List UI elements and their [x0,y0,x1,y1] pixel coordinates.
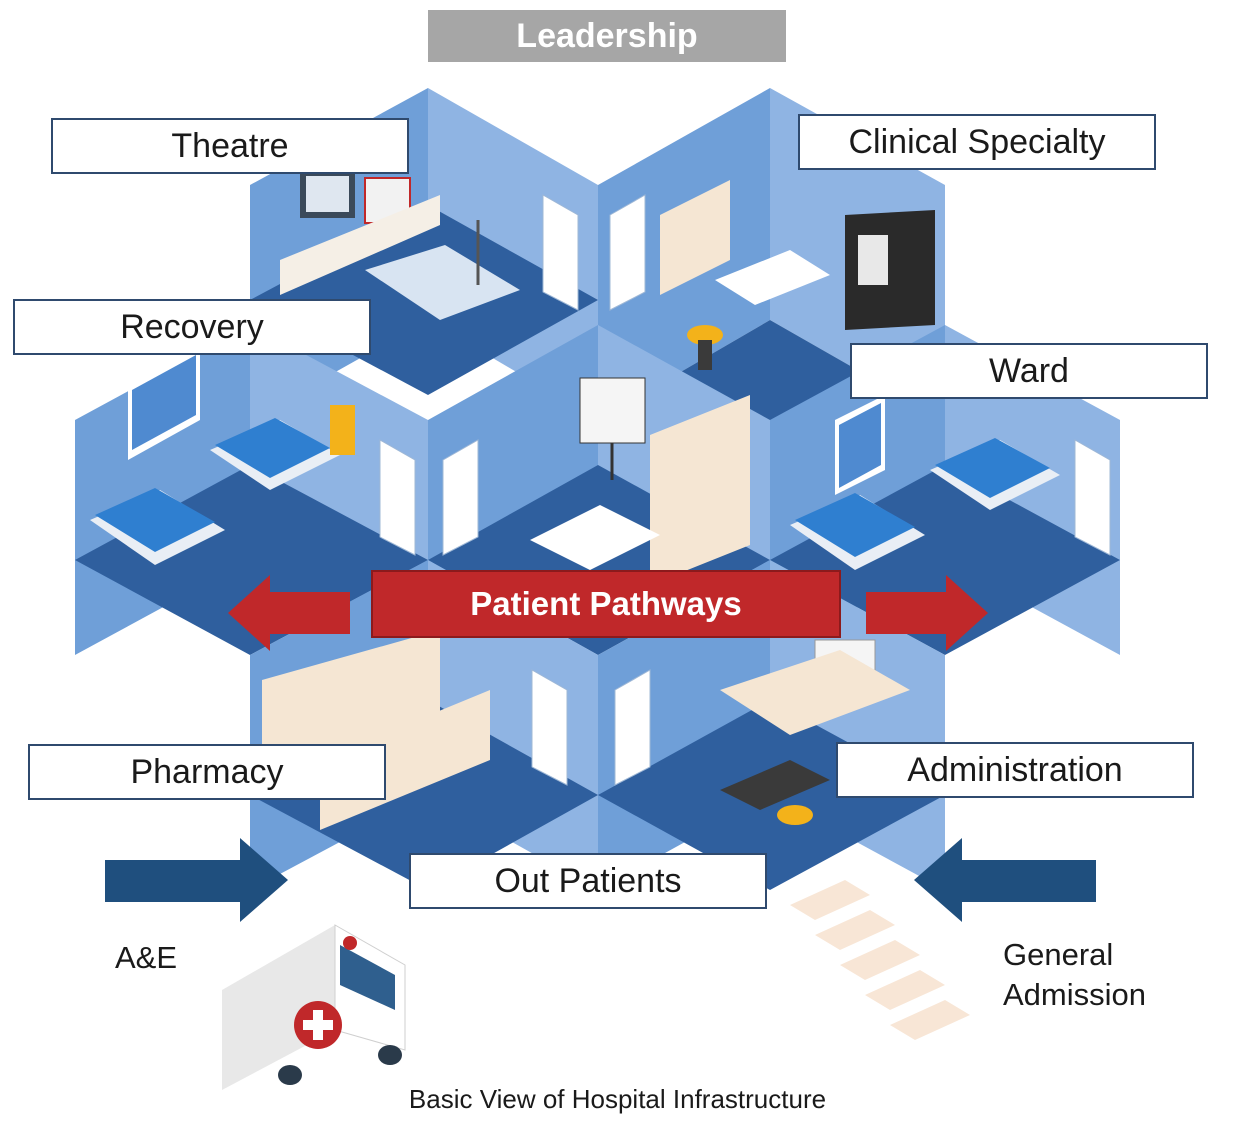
out-patients-label: Out Patients [409,853,767,909]
monitor-icon [300,170,355,218]
ward-label: Ward [850,343,1208,399]
desk-icon [720,760,830,810]
admission-entry-arrow [914,838,1096,922]
door-icon [1074,439,1111,556]
xray-icon [845,210,935,330]
bookshelf-icon [660,180,730,295]
recovery-label: Recovery [13,299,371,355]
bed-icon [790,493,925,570]
clinical-specialty-label: Clinical Specialty [798,114,1156,170]
patient-pathways-banner: Patient Pathways [371,570,841,638]
ambulance-icon [222,924,406,1090]
door-icon [531,669,568,786]
door-icon [379,439,416,556]
bookshelf-icon [650,395,750,585]
figure-caption: Basic View of Hospital Infrastructure [408,1084,827,1114]
door-icon [614,669,651,786]
pharmacy-room [250,560,598,890]
eye-chart-icon [579,377,646,480]
ae-entry-arrow [105,838,288,922]
bed-icon [930,438,1060,510]
pharmacy-label: Pharmacy [28,744,386,800]
chair-icon [777,805,813,825]
stairs-icon [790,880,970,1040]
general-admission-line1: General [1003,937,1114,972]
door-icon [609,194,646,311]
leadership-header: Leadership [428,10,786,62]
general-admission-label: General Admission [1003,935,1146,1015]
door-icon [542,194,579,311]
door-icon [442,439,479,556]
pathway-right-arrow [866,575,988,651]
bed-icon [210,418,340,490]
administration-label: Administration [836,742,1194,798]
ae-label: A&E [115,940,178,975]
chair-icon [687,325,723,370]
pathway-left-arrow [228,575,350,651]
general-admission-line2: Admission [1003,977,1146,1012]
administration-room [598,560,945,890]
theatre-label: Theatre [51,118,409,174]
bed-icon [90,488,225,565]
